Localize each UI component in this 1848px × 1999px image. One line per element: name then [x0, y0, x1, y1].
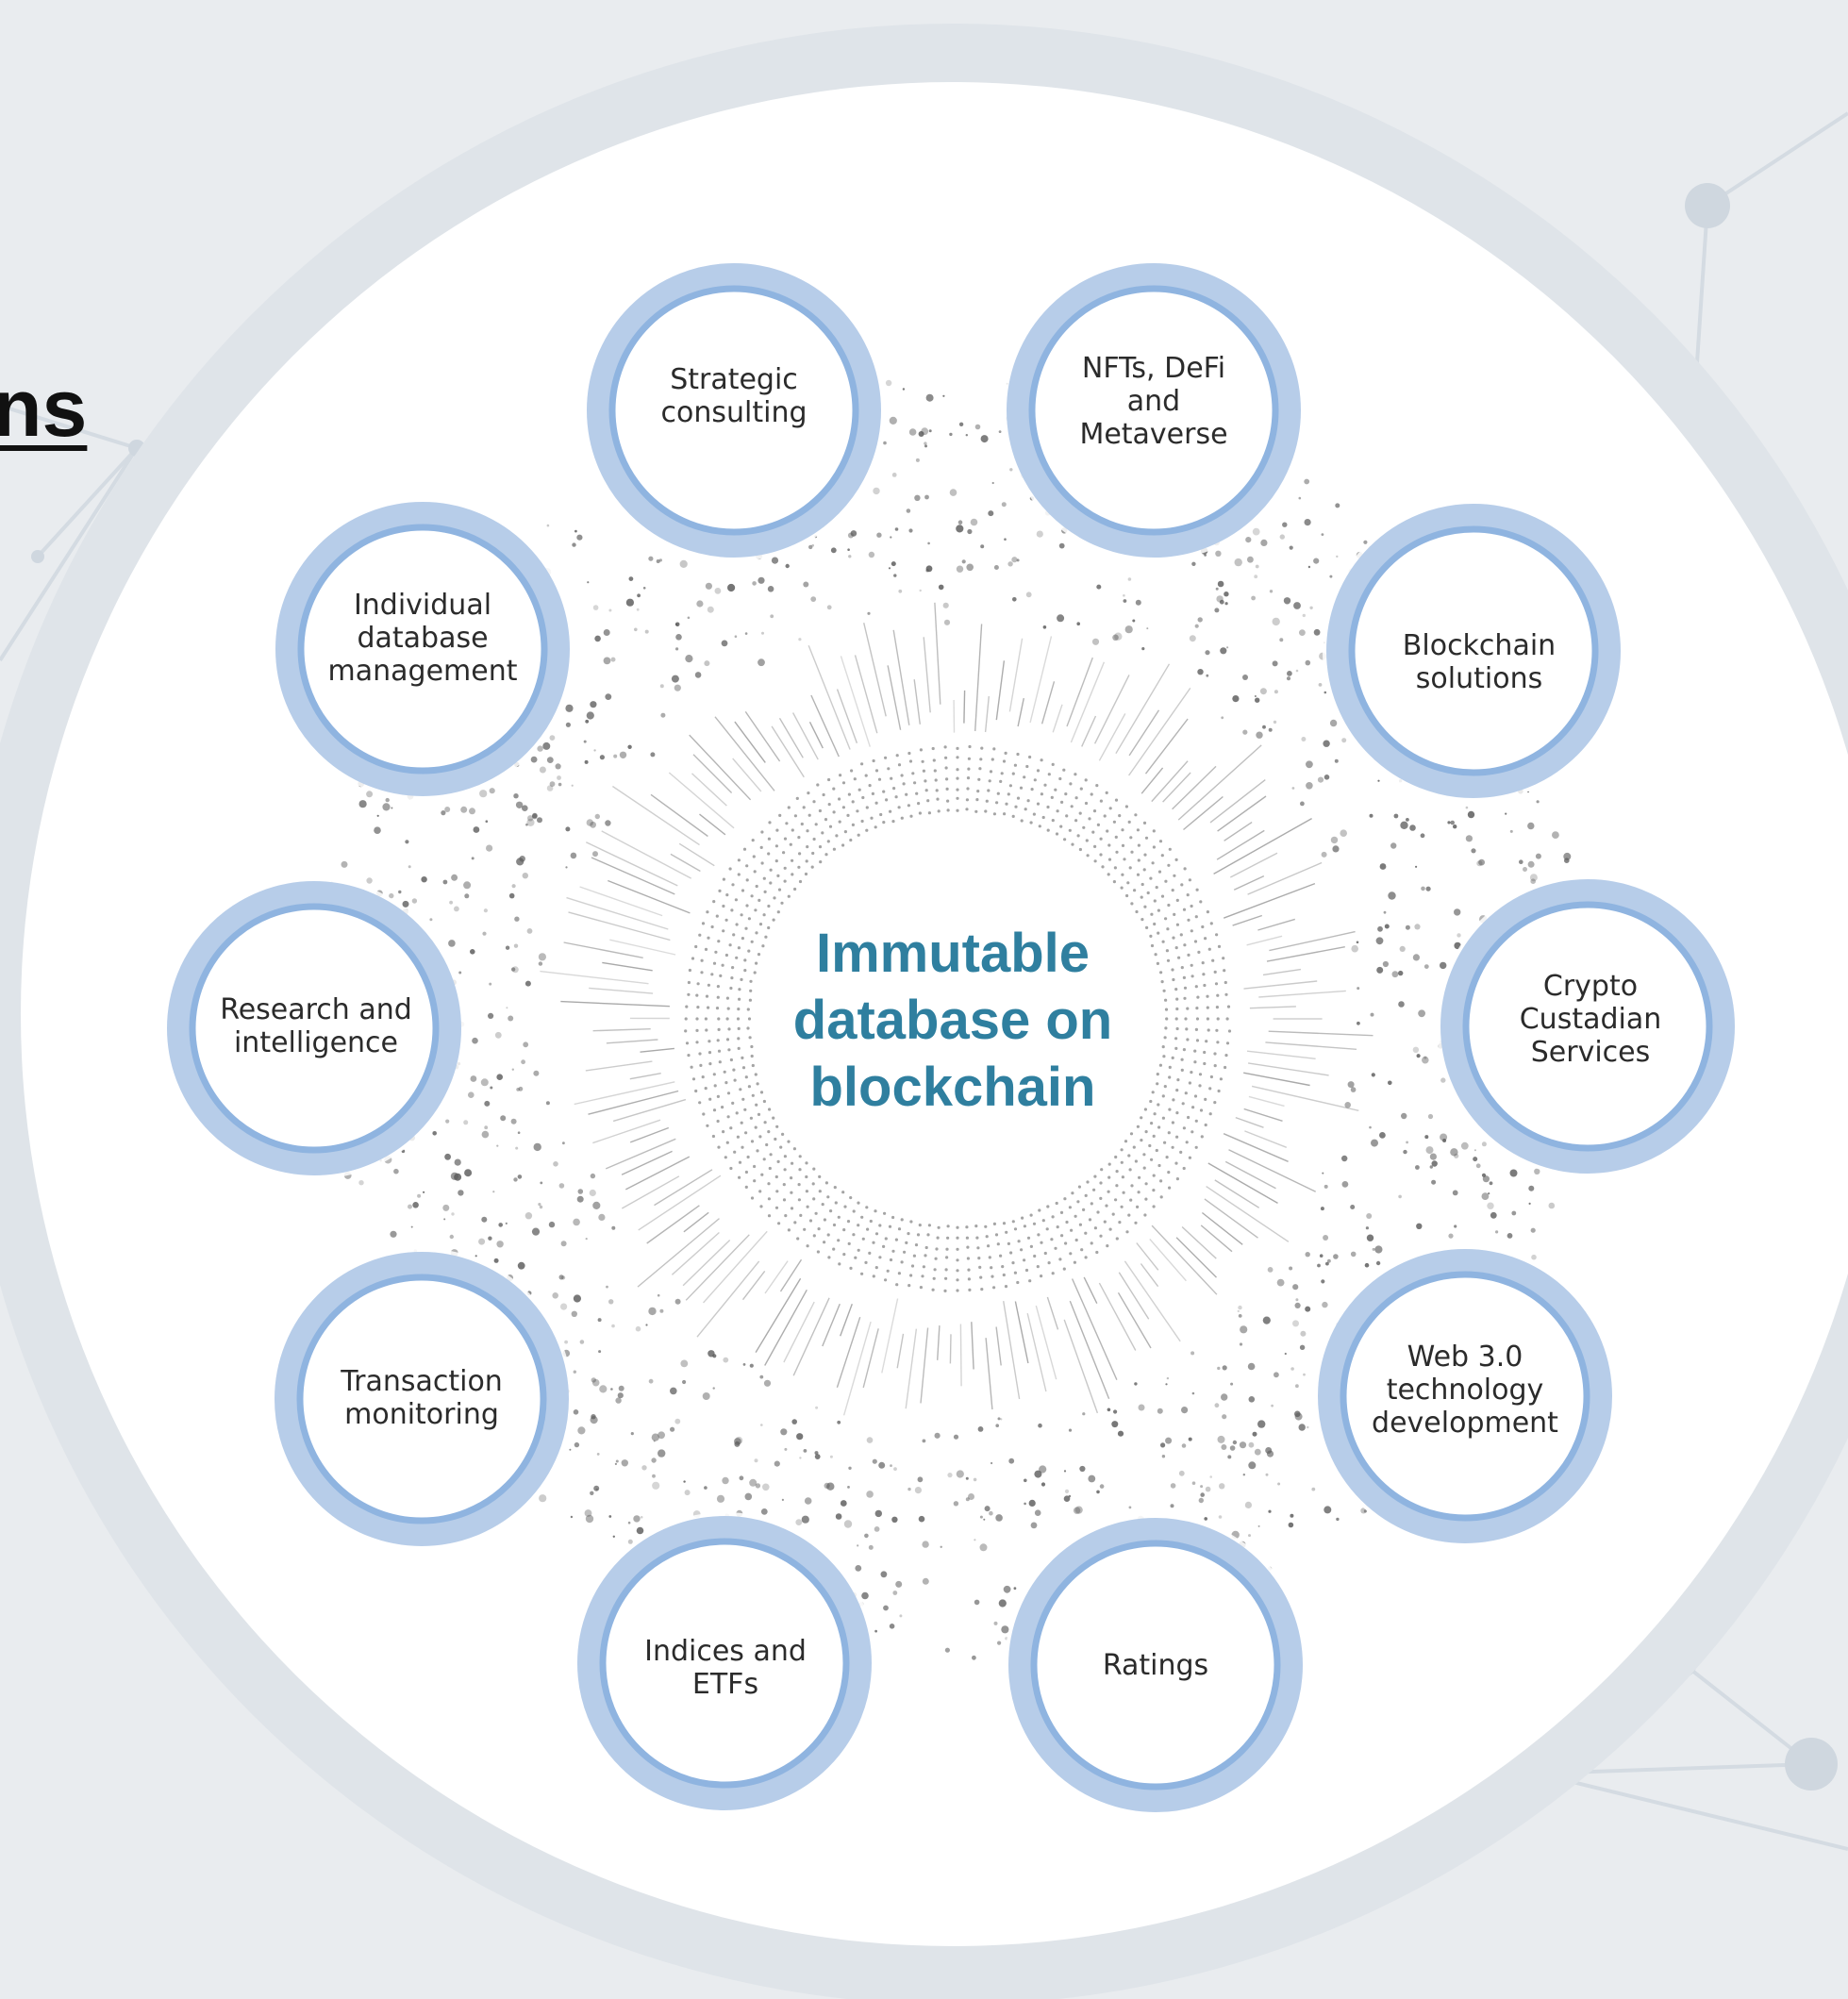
node-label-line: technology — [1386, 1374, 1544, 1407]
node-label-nfts-defi-metaverse: NFTs, DeFi and Metaverse — [1041, 352, 1267, 451]
node-ring-transaction-monitoring — [271, 1248, 573, 1550]
node-label-line: Custadian — [1519, 1003, 1662, 1036]
node-label-line: consulting — [660, 396, 807, 429]
node-label-line: development — [1372, 1407, 1558, 1440]
node-label-line: Services — [1530, 1036, 1651, 1069]
node-label-line: Strategic — [670, 363, 798, 396]
node-rings — [163, 259, 1739, 1816]
center-label-line-3: blockchain — [809, 1057, 1096, 1118]
node-label-line: ETFs — [691, 1668, 759, 1701]
radial-strokes — [540, 602, 1374, 1416]
node-ring-individual-database-management — [272, 498, 574, 800]
node-ring-blockchain-solutions — [1323, 500, 1624, 802]
node-ring-nfts-defi-metaverse — [1003, 259, 1305, 561]
node-label-transaction-monitoring: Transaction monitoring — [308, 1365, 535, 1431]
node-label-research-and-intelligence: Research and intelligence — [203, 993, 429, 1059]
dotted-rays — [684, 744, 1232, 1292]
node-label-individual-database-management: Individual database management — [309, 589, 536, 688]
node-label-line: database — [357, 622, 489, 655]
node-label-line: Ratings — [1102, 1649, 1209, 1682]
node-label-line: and — [1126, 385, 1181, 418]
node-ring-strategic-consulting — [583, 259, 885, 561]
node-label-ratings: Ratings — [1042, 1649, 1269, 1682]
center-label-line-2: database on — [792, 990, 1113, 1051]
node-label-line: Transaction — [341, 1365, 503, 1398]
page-title-fragment: ns — [0, 363, 88, 454]
node-ring-ratings — [1005, 1514, 1307, 1816]
node-label-line: Web 3.0 — [1407, 1341, 1523, 1374]
node-label-line: Research and — [220, 993, 412, 1026]
center-disc — [764, 825, 1151, 1212]
node-label-strategic-consulting: Strategic consulting — [621, 363, 847, 429]
node-label-line: intelligence — [233, 1026, 399, 1059]
node-label-line: Crypto — [1542, 970, 1639, 1003]
node-label-line: management — [327, 655, 518, 688]
node-label-line: monitoring — [344, 1398, 499, 1431]
node-ring-indices-and-etfs — [574, 1512, 875, 1814]
center-label-line-1: Immutable — [815, 923, 1090, 984]
node-label-line: NFTs, DeFi — [1081, 352, 1226, 385]
node-label-line: solutions — [1415, 662, 1543, 695]
node-label-line: Indices and — [644, 1635, 807, 1668]
center-label: Immutable database on blockchain — [769, 920, 1137, 1121]
node-ring-crypto-custadian-services — [1437, 875, 1739, 1177]
node-label-line: Blockchain — [1402, 629, 1557, 662]
node-ring-web3-technology-development — [1314, 1245, 1616, 1547]
node-ring-research-and-intelligence — [163, 877, 465, 1179]
node-label-line: Individual — [353, 589, 492, 622]
node-label-line: Metaverse — [1079, 418, 1228, 451]
node-label-blockchain-solutions: Blockchain solutions — [1366, 629, 1592, 695]
node-label-web3-technology-development: Web 3.0 technology development — [1352, 1341, 1578, 1440]
node-label-indices-and-etfs: Indices and ETFs — [612, 1635, 839, 1701]
node-label-crypto-custadian-services: Crypto Custadian Services — [1477, 970, 1704, 1069]
